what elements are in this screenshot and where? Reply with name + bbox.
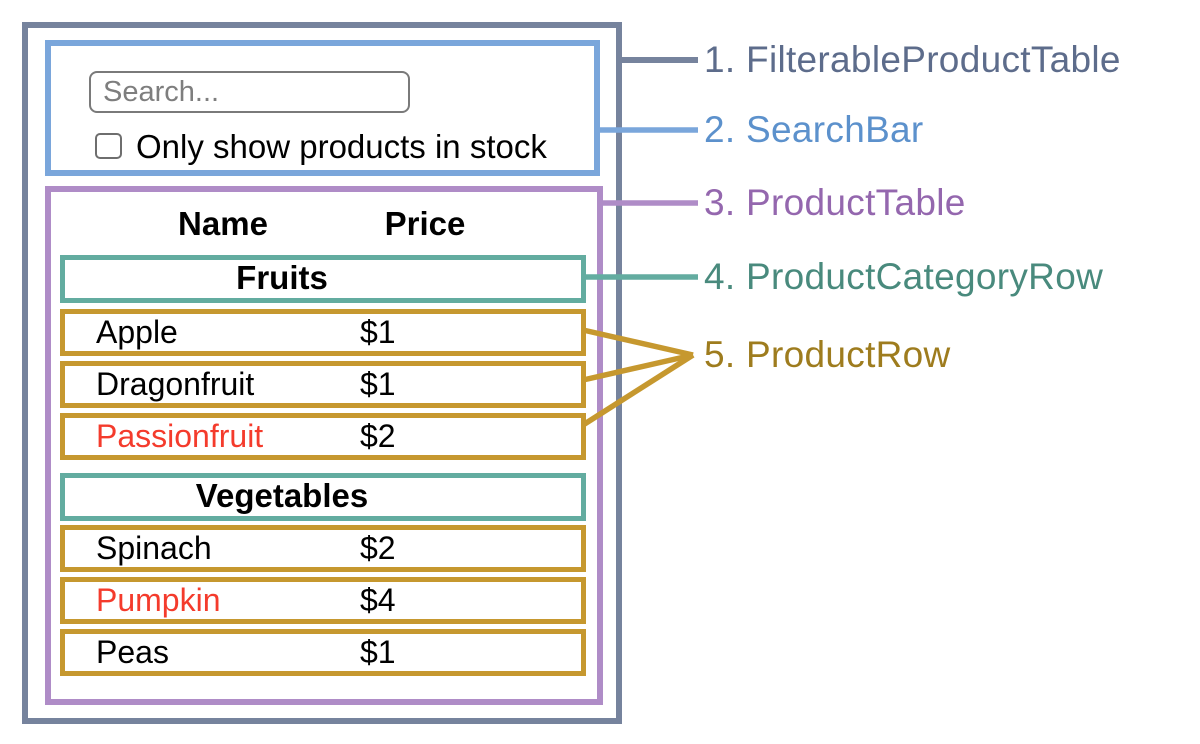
product-price: $2 [360, 418, 396, 454]
column-header-name: Name [178, 205, 268, 242]
product-name: Spinach [96, 530, 212, 566]
stock-checkbox[interactable] [95, 133, 122, 159]
legend-product-table: 3. ProductTable [704, 182, 966, 223]
legend-search-bar: 2. SearchBar [704, 109, 924, 150]
category-label: Fruits [236, 259, 328, 296]
product-row-pumpkin: Pumpkin $4 [60, 577, 586, 624]
column-header-price: Price [384, 205, 466, 242]
legend-product-row: 5. ProductRow [704, 334, 951, 375]
category-row-vegetables: Vegetables [60, 473, 586, 521]
product-name: Dragonfruit [96, 366, 255, 402]
product-name-out-of-stock: Pumpkin [96, 582, 221, 618]
category-label: Vegetables [195, 477, 369, 514]
product-row-dragonfruit: Dragonfruit $1 [60, 361, 586, 408]
stock-checkbox-label: Only show products in stock [136, 128, 547, 165]
product-price: $1 [360, 634, 396, 670]
product-price: $1 [360, 314, 396, 350]
search-input[interactable] [89, 71, 410, 113]
product-row-spinach: Spinach $2 [60, 525, 586, 572]
product-row-peas: Peas $1 [60, 629, 586, 676]
product-price: $1 [360, 366, 396, 402]
product-name: Apple [96, 314, 178, 350]
product-row-passionfruit: Passionfruit $2 [60, 413, 586, 460]
legend-filterable-product-table: 1. FilterableProductTable [704, 39, 1121, 80]
category-row-fruits: Fruits [60, 255, 586, 303]
product-table-box: Name Price Fruits Apple $1 Dragonfruit $… [45, 186, 603, 705]
product-row-apple: Apple $1 [60, 309, 586, 356]
search-bar-box: Only show products in stock [45, 40, 600, 176]
product-price: $2 [360, 530, 396, 566]
product-price: $4 [360, 582, 396, 618]
legend-product-category-row: 4. ProductCategoryRow [704, 256, 1104, 297]
product-name: Peas [96, 634, 169, 670]
product-name-out-of-stock: Passionfruit [96, 418, 264, 454]
